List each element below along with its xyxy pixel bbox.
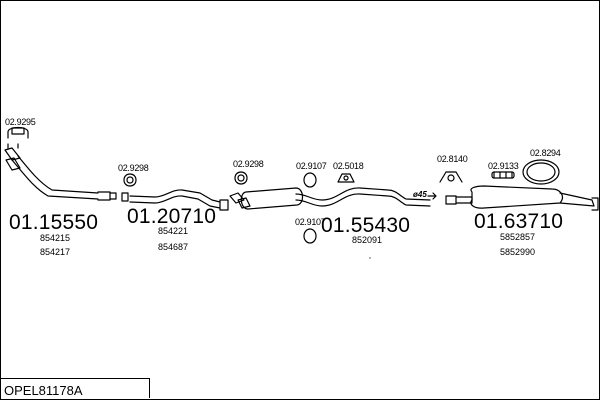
diameter-marker: ø45 bbox=[413, 190, 427, 199]
rear-silencer-drawing bbox=[445, 185, 599, 211]
marker-arrow bbox=[427, 192, 437, 200]
part-ref-2b: 854687 bbox=[158, 242, 189, 252]
part-ref-1b: 854217 bbox=[40, 247, 71, 257]
accessory-code-1: 02.9295 bbox=[5, 117, 36, 127]
part-ref-3a: 852091 bbox=[352, 235, 383, 245]
accessory-code-6: 02.9107 bbox=[295, 217, 326, 227]
part-ref-2a: 854221 bbox=[158, 226, 189, 236]
title-box: OPEL81178A bbox=[0, 378, 150, 398]
part-ref-4b: 5852990 bbox=[500, 247, 536, 257]
accessory-shapes bbox=[7, 126, 560, 244]
part-number-3: 01.55430 bbox=[321, 214, 411, 237]
page-title: OPEL81178A bbox=[4, 383, 83, 398]
accessory-code-9: 02.8294 bbox=[530, 148, 561, 158]
middle-silencer-drawing bbox=[229, 187, 431, 210]
front-pipe-drawing bbox=[4, 143, 117, 201]
accessory-code-8: 02.9133 bbox=[488, 161, 519, 171]
accessory-code-5: 02.5018 bbox=[333, 161, 364, 171]
accessory-code-2: 02.9298 bbox=[118, 163, 149, 173]
accessory-code-4: 02.9107 bbox=[296, 161, 327, 171]
part-number-1: 01.15550 bbox=[9, 211, 99, 234]
accessory-code-3: 02.9298 bbox=[233, 159, 264, 169]
part-ref-4a: 5852857 bbox=[500, 232, 536, 242]
intermediate-pipe-drawing bbox=[121, 189, 229, 211]
accessory-code-7: 02.8140 bbox=[437, 154, 468, 164]
part-number-4: 01.63710 bbox=[474, 210, 564, 233]
part-number-2: 01.20710 bbox=[127, 205, 217, 228]
part-ref-1a: 854215 bbox=[40, 233, 71, 243]
